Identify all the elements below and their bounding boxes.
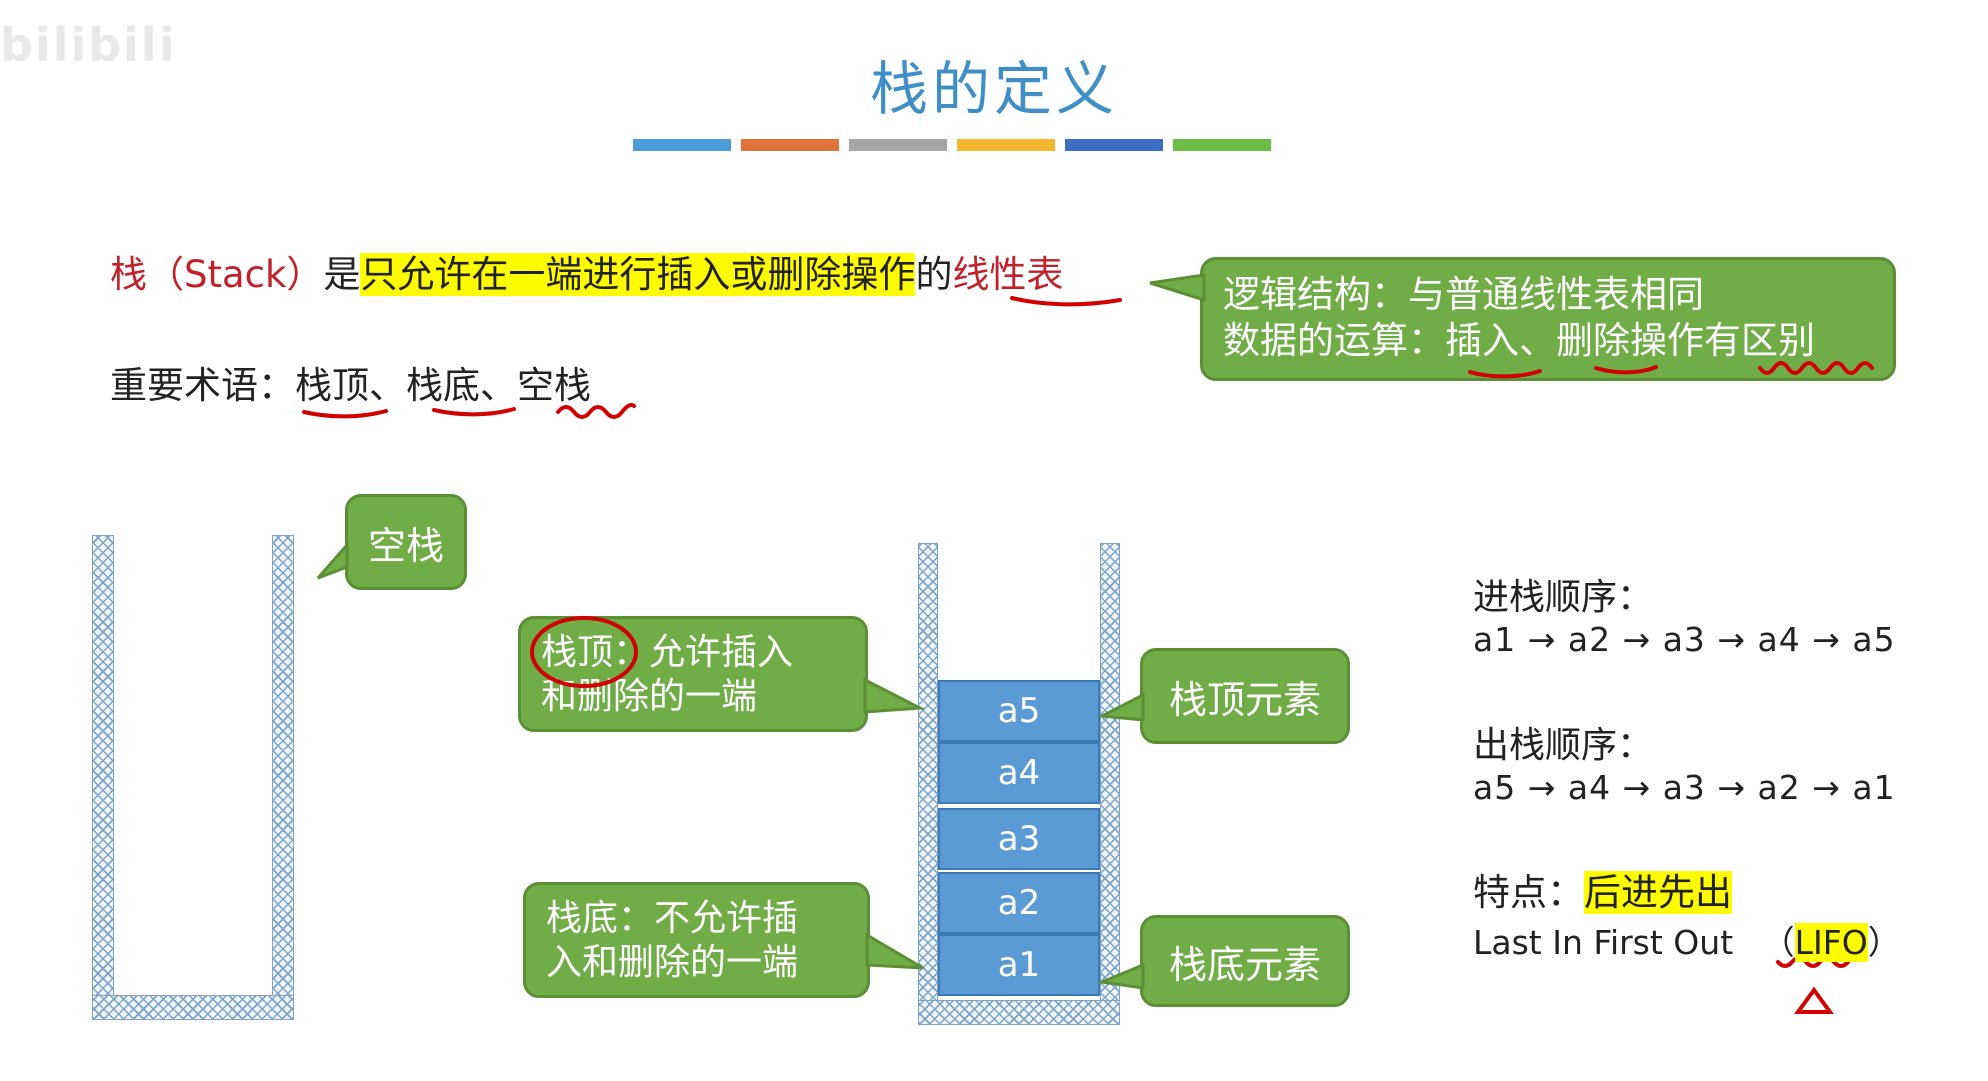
page-title: 栈的定义 <box>869 55 1118 123</box>
color-bar <box>849 139 947 151</box>
color-bar <box>1065 139 1163 151</box>
empty-stack-base <box>92 995 294 1020</box>
wavy-underline-lifo <box>1776 956 1850 968</box>
stack-right-wall <box>1100 543 1120 1025</box>
stack-left-wall <box>918 543 938 1025</box>
top-callout-pointer <box>863 677 926 714</box>
logic-op: 操作 <box>1630 319 1704 362</box>
empty-stack-left-wall <box>92 535 114 1020</box>
underline-insert <box>1468 369 1542 379</box>
logic-line-2: 数据的运算：插入、删除操作有区别 <box>1223 318 1873 364</box>
push-order-sequence: a1 → a2 → a3 → a4 → a5 <box>1473 620 1896 659</box>
definition-is: 是 <box>323 253 361 296</box>
feature-line: 特点：后进先出 <box>1473 862 1732 916</box>
stack-element: a2 <box>938 872 1100 934</box>
term-stack-top: 栈顶 <box>295 364 369 407</box>
color-bar <box>633 139 731 151</box>
stack-top-callout: 栈顶：允许插入 和删除的一端 <box>518 616 868 732</box>
paren-open: （ <box>1761 923 1795 962</box>
bottom-callout-line-1: 栈底：不允许插 <box>546 898 799 939</box>
feature-english: Last In First Out <box>1473 923 1734 962</box>
wavy-underline-empty-stack <box>556 402 636 419</box>
definition-term: 栈（Stack） <box>110 253 324 296</box>
top-callout-rest: ：允许插入 <box>613 632 794 673</box>
triangle-mark <box>1794 986 1834 1014</box>
top-element-callout: 栈顶元素 <box>1140 648 1350 744</box>
color-bar <box>741 139 839 151</box>
definition-linear-list: 线性表 <box>952 253 1064 296</box>
color-bar <box>957 139 1055 151</box>
stack-base <box>918 1000 1120 1025</box>
feature-abbr: LIFO <box>1794 923 1868 962</box>
paren-close: ） <box>1867 923 1901 962</box>
term-separator: 、 <box>369 364 406 407</box>
top-element-pointer <box>1096 692 1145 722</box>
logic-diff: 有区别 <box>1704 319 1815 362</box>
wavy-underline-difference <box>1758 361 1874 375</box>
term-empty-stack: 空栈 <box>517 364 591 407</box>
push-order-label: 进栈顺序： <box>1473 577 1654 618</box>
watermark: bilibili <box>0 18 177 72</box>
underline-stack-bottom <box>432 407 516 417</box>
color-bar <box>1173 139 1271 151</box>
logic-delete: 删除 <box>1556 319 1630 362</box>
title-color-bars <box>633 139 1271 151</box>
important-terms: 重要术语：栈顶、栈底、空栈 <box>110 355 591 409</box>
underline-delete <box>1594 365 1658 375</box>
pop-order-label: 出栈顺序： <box>1473 725 1654 766</box>
logic-line-1: 逻辑结构：与普通线性表相同 <box>1223 273 1704 316</box>
empty-stack-right-wall <box>272 535 294 1020</box>
term-separator: 、 <box>480 364 517 407</box>
feature-label: 特点： <box>1473 871 1584 914</box>
bottom-element-pointer <box>1096 962 1145 990</box>
logic-sep: 、 <box>1519 319 1556 362</box>
lifo-line: Last In First Out （LIFO） <box>1473 916 1901 964</box>
bottom-callout-line-2: 入和删除的一端 <box>546 942 799 983</box>
logic-structure-callout: 逻辑结构：与普通线性表相同 数据的运算：插入、删除操作有区别 <box>1200 257 1896 381</box>
definition-of: 的 <box>915 253 953 296</box>
top-callout-label: 栈顶 <box>541 632 614 673</box>
pop-order-sequence: a5 → a4 → a3 → a2 → a1 <box>1473 768 1896 807</box>
logic-callout-pointer <box>1149 273 1206 303</box>
empty-stack-callout: 空栈 <box>345 494 467 590</box>
bottom-element-callout: 栈底元素 <box>1140 915 1350 1007</box>
stack-definition: 栈（Stack）是只允许在一端进行插入或删除操作的线性表 <box>110 244 1063 298</box>
empty-callout-pointer <box>316 541 349 580</box>
underline-stack-top <box>302 409 388 419</box>
term-stack-bottom: 栈底 <box>406 364 480 407</box>
top-callout-line-1: 栈顶：允许插入 <box>541 631 845 675</box>
stack-element: a1 <box>938 934 1100 996</box>
feature-value: 后进先出 <box>1584 871 1732 914</box>
bottom-callout-pointer <box>865 932 924 970</box>
top-callout-line-2: 和删除的一端 <box>541 676 758 717</box>
stack-element: a3 <box>938 808 1100 870</box>
definition-highlight: 只允许在一端进行插入或删除操作 <box>360 253 916 296</box>
stack-element: a5 <box>938 680 1100 742</box>
underline-linear-list <box>1010 296 1122 307</box>
stack-element: a4 <box>938 742 1100 804</box>
terms-label: 重要术语： <box>110 364 295 407</box>
logic-insert: 插入 <box>1445 319 1519 362</box>
stack-bottom-callout: 栈底：不允许插 入和删除的一端 <box>523 882 870 998</box>
logic-ops-label: 数据的运算： <box>1223 319 1445 362</box>
circle-stack-top <box>530 616 638 688</box>
